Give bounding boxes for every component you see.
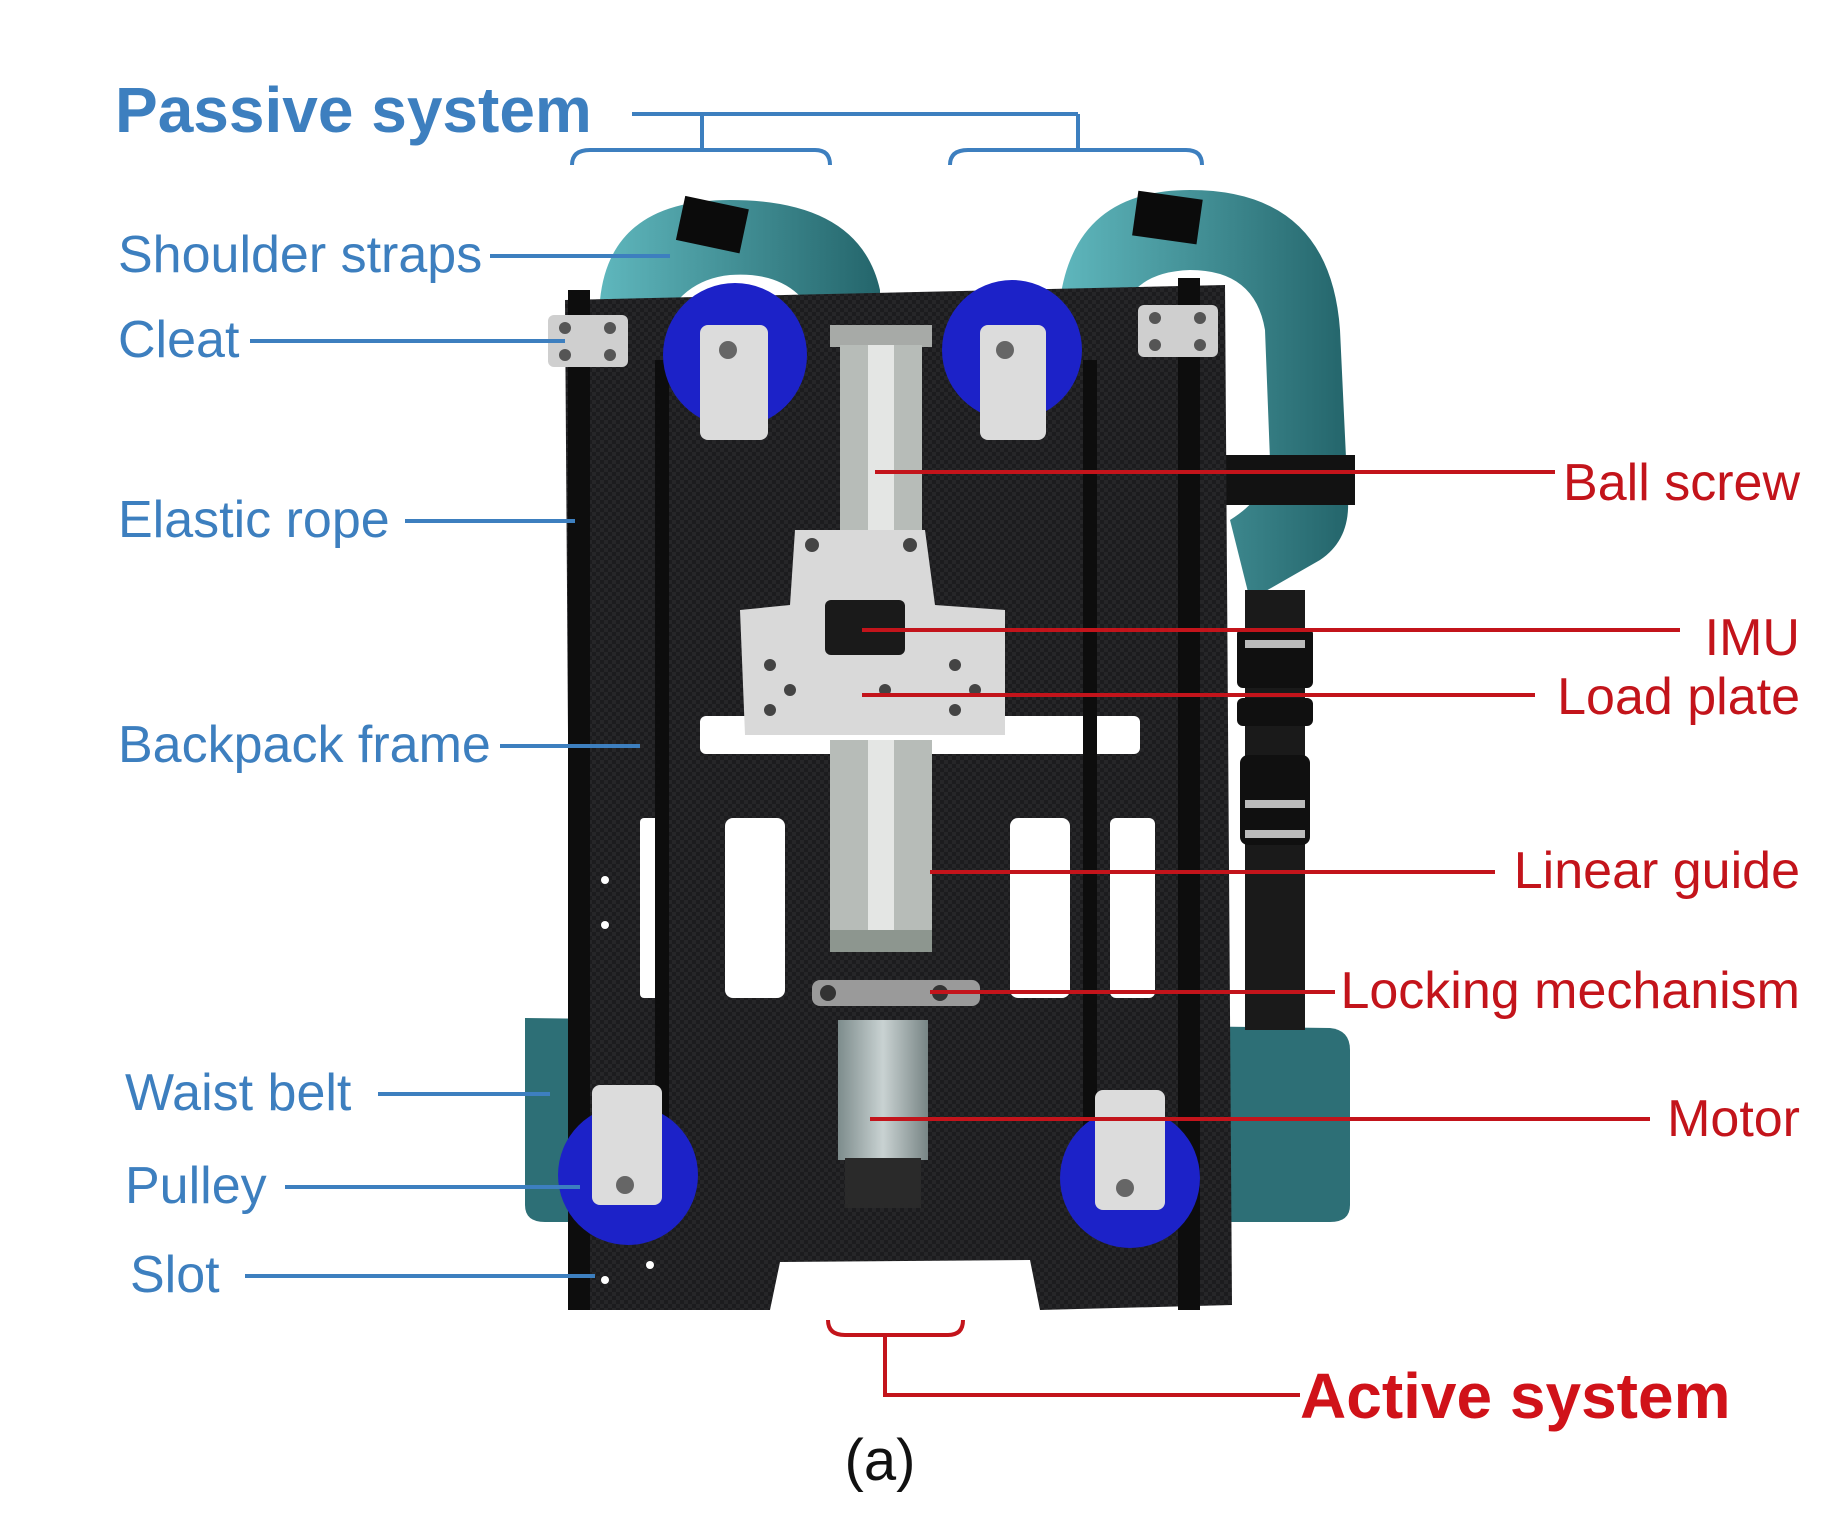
figure-caption: (a)	[845, 1428, 916, 1493]
label-elastic-rope: Elastic rope	[118, 491, 390, 549]
label-waist-belt: Waist belt	[125, 1064, 352, 1122]
passive-system-heading: Passive system	[115, 74, 592, 146]
ball-screw-shape	[830, 325, 932, 952]
label-locking-mechanism: Locking mechanism	[1340, 962, 1800, 1020]
passive-label-group: Shoulder straps Cleat Elastic rope Backp…	[118, 226, 670, 1304]
bottom-left-pulley-shape	[558, 1085, 698, 1245]
label-shoulder-straps: Shoulder straps	[118, 226, 482, 284]
active-system-heading: Active system	[1300, 1360, 1730, 1432]
label-motor: Motor	[1667, 1090, 1800, 1148]
top-left-pulley-shape	[663, 283, 807, 440]
active-label-group: Ball screw IMU Load plate Linear guide L…	[862, 454, 1800, 1148]
label-imu: IMU	[1705, 609, 1800, 667]
passive-system-bracket	[570, 112, 1204, 166]
top-right-pulley-shape	[942, 280, 1082, 440]
label-linear-guide: Linear guide	[1514, 842, 1800, 900]
label-slot: Slot	[130, 1246, 220, 1304]
active-system-bracket	[826, 1319, 1300, 1397]
locking-mechanism-shape	[812, 980, 980, 1006]
label-pulley: Pulley	[125, 1157, 267, 1215]
motor-shape	[838, 1020, 928, 1208]
left-cleat-shape	[548, 315, 628, 367]
load-plate-shape	[740, 530, 1005, 735]
label-backpack-frame: Backpack frame	[118, 716, 491, 774]
right-cleat-shape	[1138, 305, 1218, 357]
backpack-illustration	[525, 190, 1355, 1310]
label-ball-screw: Ball screw	[1563, 454, 1800, 512]
label-load-plate: Load plate	[1557, 668, 1800, 726]
label-cleat: Cleat	[118, 311, 240, 369]
